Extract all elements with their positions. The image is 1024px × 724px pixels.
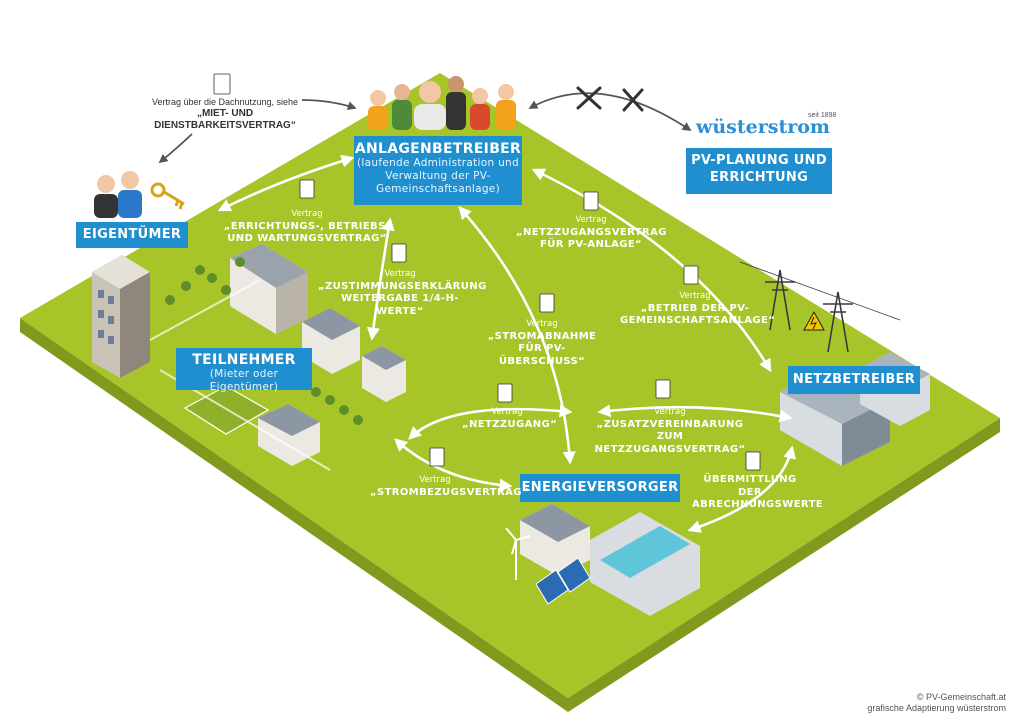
arrow-abrechnung bbox=[687, 445, 796, 533]
document-icons bbox=[213, 73, 761, 471]
brand-since: seit 1898 bbox=[808, 112, 837, 119]
operator-people-illustration bbox=[368, 76, 516, 130]
contract-text: „ERRICHTUNGS-, BETRIEBS- UND WARTUNGSVER… bbox=[223, 220, 391, 245]
contract-tag: Vertrag bbox=[654, 407, 686, 417]
arrow-betreiber-teilnehmer bbox=[366, 217, 395, 341]
arrow-betreiber-eigentuemer bbox=[217, 154, 355, 212]
dach-intro: Vertrag über die Dachnutzung, siehe bbox=[151, 97, 299, 107]
planung-box: PV-PLANUNG UND ERRICHTUNG bbox=[686, 148, 832, 194]
contract-tag: Vertrag bbox=[526, 319, 558, 329]
warning-icon bbox=[803, 310, 825, 331]
contract-tag: Vertrag bbox=[575, 215, 607, 225]
document-icon bbox=[745, 451, 761, 471]
teilnehmer-box: TEILNEHMER (Mieter oder Eigentümer) bbox=[176, 348, 312, 393]
contract-tag: Vertrag bbox=[419, 475, 451, 485]
contract-betrieb: Vertrag „BETRIEB DER PV-GEMEINSCHAFTSANL… bbox=[620, 290, 775, 328]
planung-title: PV-PLANUNG UND ERRICHTUNG bbox=[691, 153, 827, 185]
teilnehmer-title: TEILNEHMER bbox=[192, 352, 296, 368]
document-icon bbox=[583, 191, 599, 211]
key-icon bbox=[150, 182, 185, 210]
dach-title: „MIET- UND DIENSTBARKEITSVERTRAG“ bbox=[154, 108, 296, 131]
arrow-betreiber-planung bbox=[528, 92, 692, 131]
contract-text: „NETZZUGANGSVERTRAG FÜR PV-ANLAGE“ bbox=[516, 226, 667, 251]
anlagenbetreiber-title: ANLAGENBETREIBER bbox=[354, 141, 522, 157]
contract-strombezug: Vertrag „STROMBEZUGSVERTRAG“ bbox=[370, 474, 528, 499]
contract-text: „ZUSTIMMUNGSERKLÄRUNG WEITERGABE 1/4-H-W… bbox=[318, 280, 487, 317]
energieversorger-box: ENERGIEVERSORGER bbox=[520, 474, 680, 502]
eigentuemer-box: EIGENTÜMER bbox=[76, 222, 188, 248]
arrow-betreiber-netzbetreiber bbox=[531, 168, 772, 373]
contract-tag: Vertrag bbox=[679, 291, 711, 301]
arrow-dach-to-betreiber bbox=[301, 99, 357, 111]
anlagenbetreiber-box: ANLAGENBETREIBER (laufende Administratio… bbox=[354, 136, 522, 205]
contract-text: „NETZZUGANG“ bbox=[462, 418, 558, 430]
contract-text: „ZUSATZVEREINBARUNG ZUM NETZZUGANGSVERTR… bbox=[594, 418, 746, 455]
netzbetreiber-title: NETZBETREIBER bbox=[792, 372, 916, 387]
dark-arrows bbox=[158, 92, 692, 164]
contract-netzzugang-pv: Vertrag „NETZZUGANGSVERTRAG FÜR PV-ANLAG… bbox=[516, 214, 666, 252]
contract-errichtung: Vertrag „ERRICHTUNGS-, BETRIEBS- UND WAR… bbox=[222, 208, 392, 246]
document-icon bbox=[299, 179, 315, 199]
arrows bbox=[217, 154, 796, 533]
credit: © PV-Gemeinschaft.at grafische Adaptieru… bbox=[867, 692, 1006, 714]
document-icon bbox=[429, 447, 445, 467]
residential-buildings bbox=[92, 244, 406, 466]
solar-panels bbox=[535, 557, 591, 605]
document-icon bbox=[497, 383, 513, 403]
credit-line2: grafische Adaptierung wüsterstrom bbox=[867, 703, 1006, 713]
contract-netzzugang: Vertrag „NETZZUGANG“ bbox=[462, 406, 557, 431]
contract-zusatz: Vertrag „ZUSATZVEREINBARUNG ZUM NETZZUGA… bbox=[590, 406, 750, 456]
power-plant bbox=[520, 504, 700, 616]
arrow-teilnehmer-energieversorger bbox=[408, 404, 573, 440]
document-icon bbox=[655, 379, 671, 399]
document-icon bbox=[391, 243, 407, 263]
credit-line1: © PV-Gemeinschaft.at bbox=[916, 692, 1006, 702]
contract-tag: Vertrag bbox=[384, 269, 416, 279]
anlagenbetreiber-sub: (laufende Administration und Verwaltung … bbox=[357, 157, 519, 195]
eigentuemer-title: EIGENTÜMER bbox=[82, 227, 182, 242]
contract-zustimmung: Vertrag „ZUSTIMMUNGSERKLÄRUNG WEITERGABE… bbox=[318, 268, 486, 318]
document-icon bbox=[213, 73, 231, 95]
arrow-dach-to-eigentuemer bbox=[158, 133, 193, 164]
document-icon bbox=[539, 293, 555, 313]
wind-turbines bbox=[505, 527, 531, 580]
contract-tag: Vertrag bbox=[491, 407, 523, 417]
contract-text: „STROMABNAHME FÜR PV-ÜBERSCHUSS“ bbox=[487, 330, 597, 367]
abrechnung-label: ÜBERMITTLUNG DER ABRECHNUNGSWERTE bbox=[692, 474, 824, 510]
brand-logo: wüsterstrom bbox=[696, 116, 831, 138]
arrow-energieversorger-netzbetreiber bbox=[597, 404, 793, 423]
energieversorger-title: ENERGIEVERSORGER bbox=[521, 480, 679, 495]
contract-text: „STROMBEZUGSVERTRAG“ bbox=[370, 486, 529, 498]
dach-label: Vertrag über die Dachnutzung, siehe „MIE… bbox=[140, 96, 310, 132]
netzbetreiber-box: NETZBETREIBER bbox=[788, 366, 920, 394]
contract-stromabnahme: Vertrag „STROMABNAHME FÜR PV-ÜBERSCHUSS“ bbox=[476, 318, 608, 368]
teilnehmer-sub: (Mieter oder Eigentümer) bbox=[209, 368, 279, 393]
tools-icon bbox=[576, 86, 644, 112]
document-icon bbox=[683, 265, 699, 285]
arrow-strombezug bbox=[394, 438, 513, 492]
contract-tag: Vertrag bbox=[291, 209, 323, 219]
owner-people-illustration bbox=[94, 171, 142, 218]
contract-text: „BETRIEB DER PV-GEMEINSCHAFTSANLAGE“ bbox=[620, 302, 776, 327]
